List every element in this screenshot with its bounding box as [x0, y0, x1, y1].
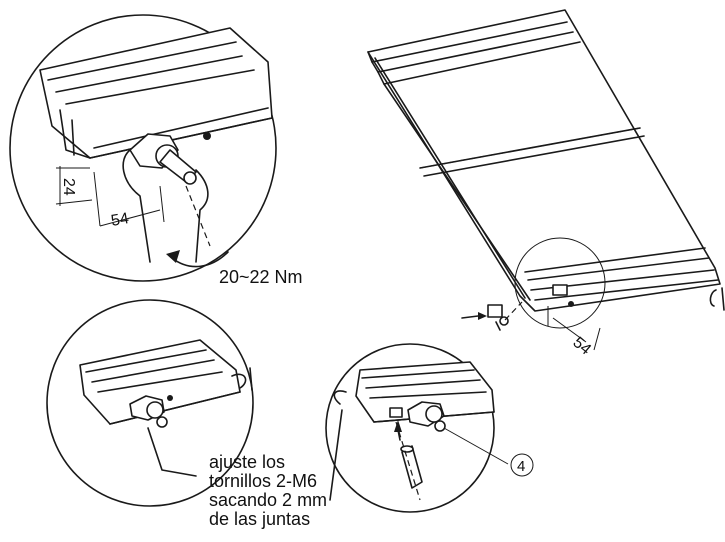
dimension-24: 24 — [60, 178, 77, 196]
callout-4: 4 — [517, 458, 525, 475]
dimension-54-panel: 54 — [569, 334, 594, 359]
detail-bolt-adjust-view — [46, 299, 254, 507]
detail-pin-insert-view — [325, 343, 534, 513]
dimension-54-top: 54 — [110, 210, 131, 230]
torque-label: 20~22 Nm — [219, 267, 303, 287]
solar-panel-overview: 54 — [367, 9, 725, 359]
adjustment-note: ajuste los tornillos 2-M6 sacando 2 mm d… — [209, 452, 328, 529]
detail-torque-view: 24 54 — [9, 14, 277, 282]
